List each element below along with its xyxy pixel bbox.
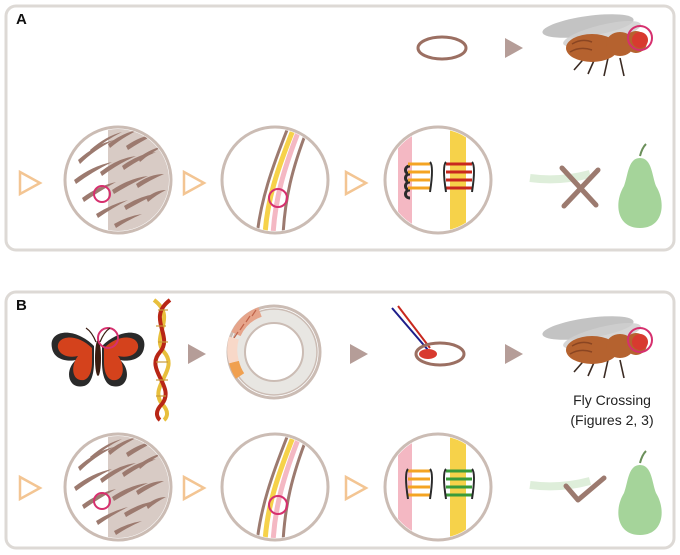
injected-dna-icon [419,349,437,359]
needle-icon [391,305,431,351]
butterfly-icon [51,327,145,387]
bristle-zoom-magnifier [222,432,328,542]
fly-crossing-caption: Fly Crossing [573,392,651,408]
cross-mark-icon [559,165,601,209]
egg-icon [416,35,468,61]
panel-a: A [4,4,676,252]
panel-a-label: A [16,11,27,28]
figures-reference-caption: (Figures 2, 3) [570,412,653,428]
panel-b-label: B [16,297,27,314]
dna-icon [152,298,172,422]
panel-b: B [4,290,676,550]
gene-loci-magnifier [383,125,493,235]
bristle-zoom-magnifier [222,125,328,235]
gene-loci-magnifier [383,432,493,542]
check-mark-icon [563,475,607,503]
panel-a-border [4,4,676,252]
egg-icon [414,341,466,367]
plasmid-icon [226,304,322,400]
